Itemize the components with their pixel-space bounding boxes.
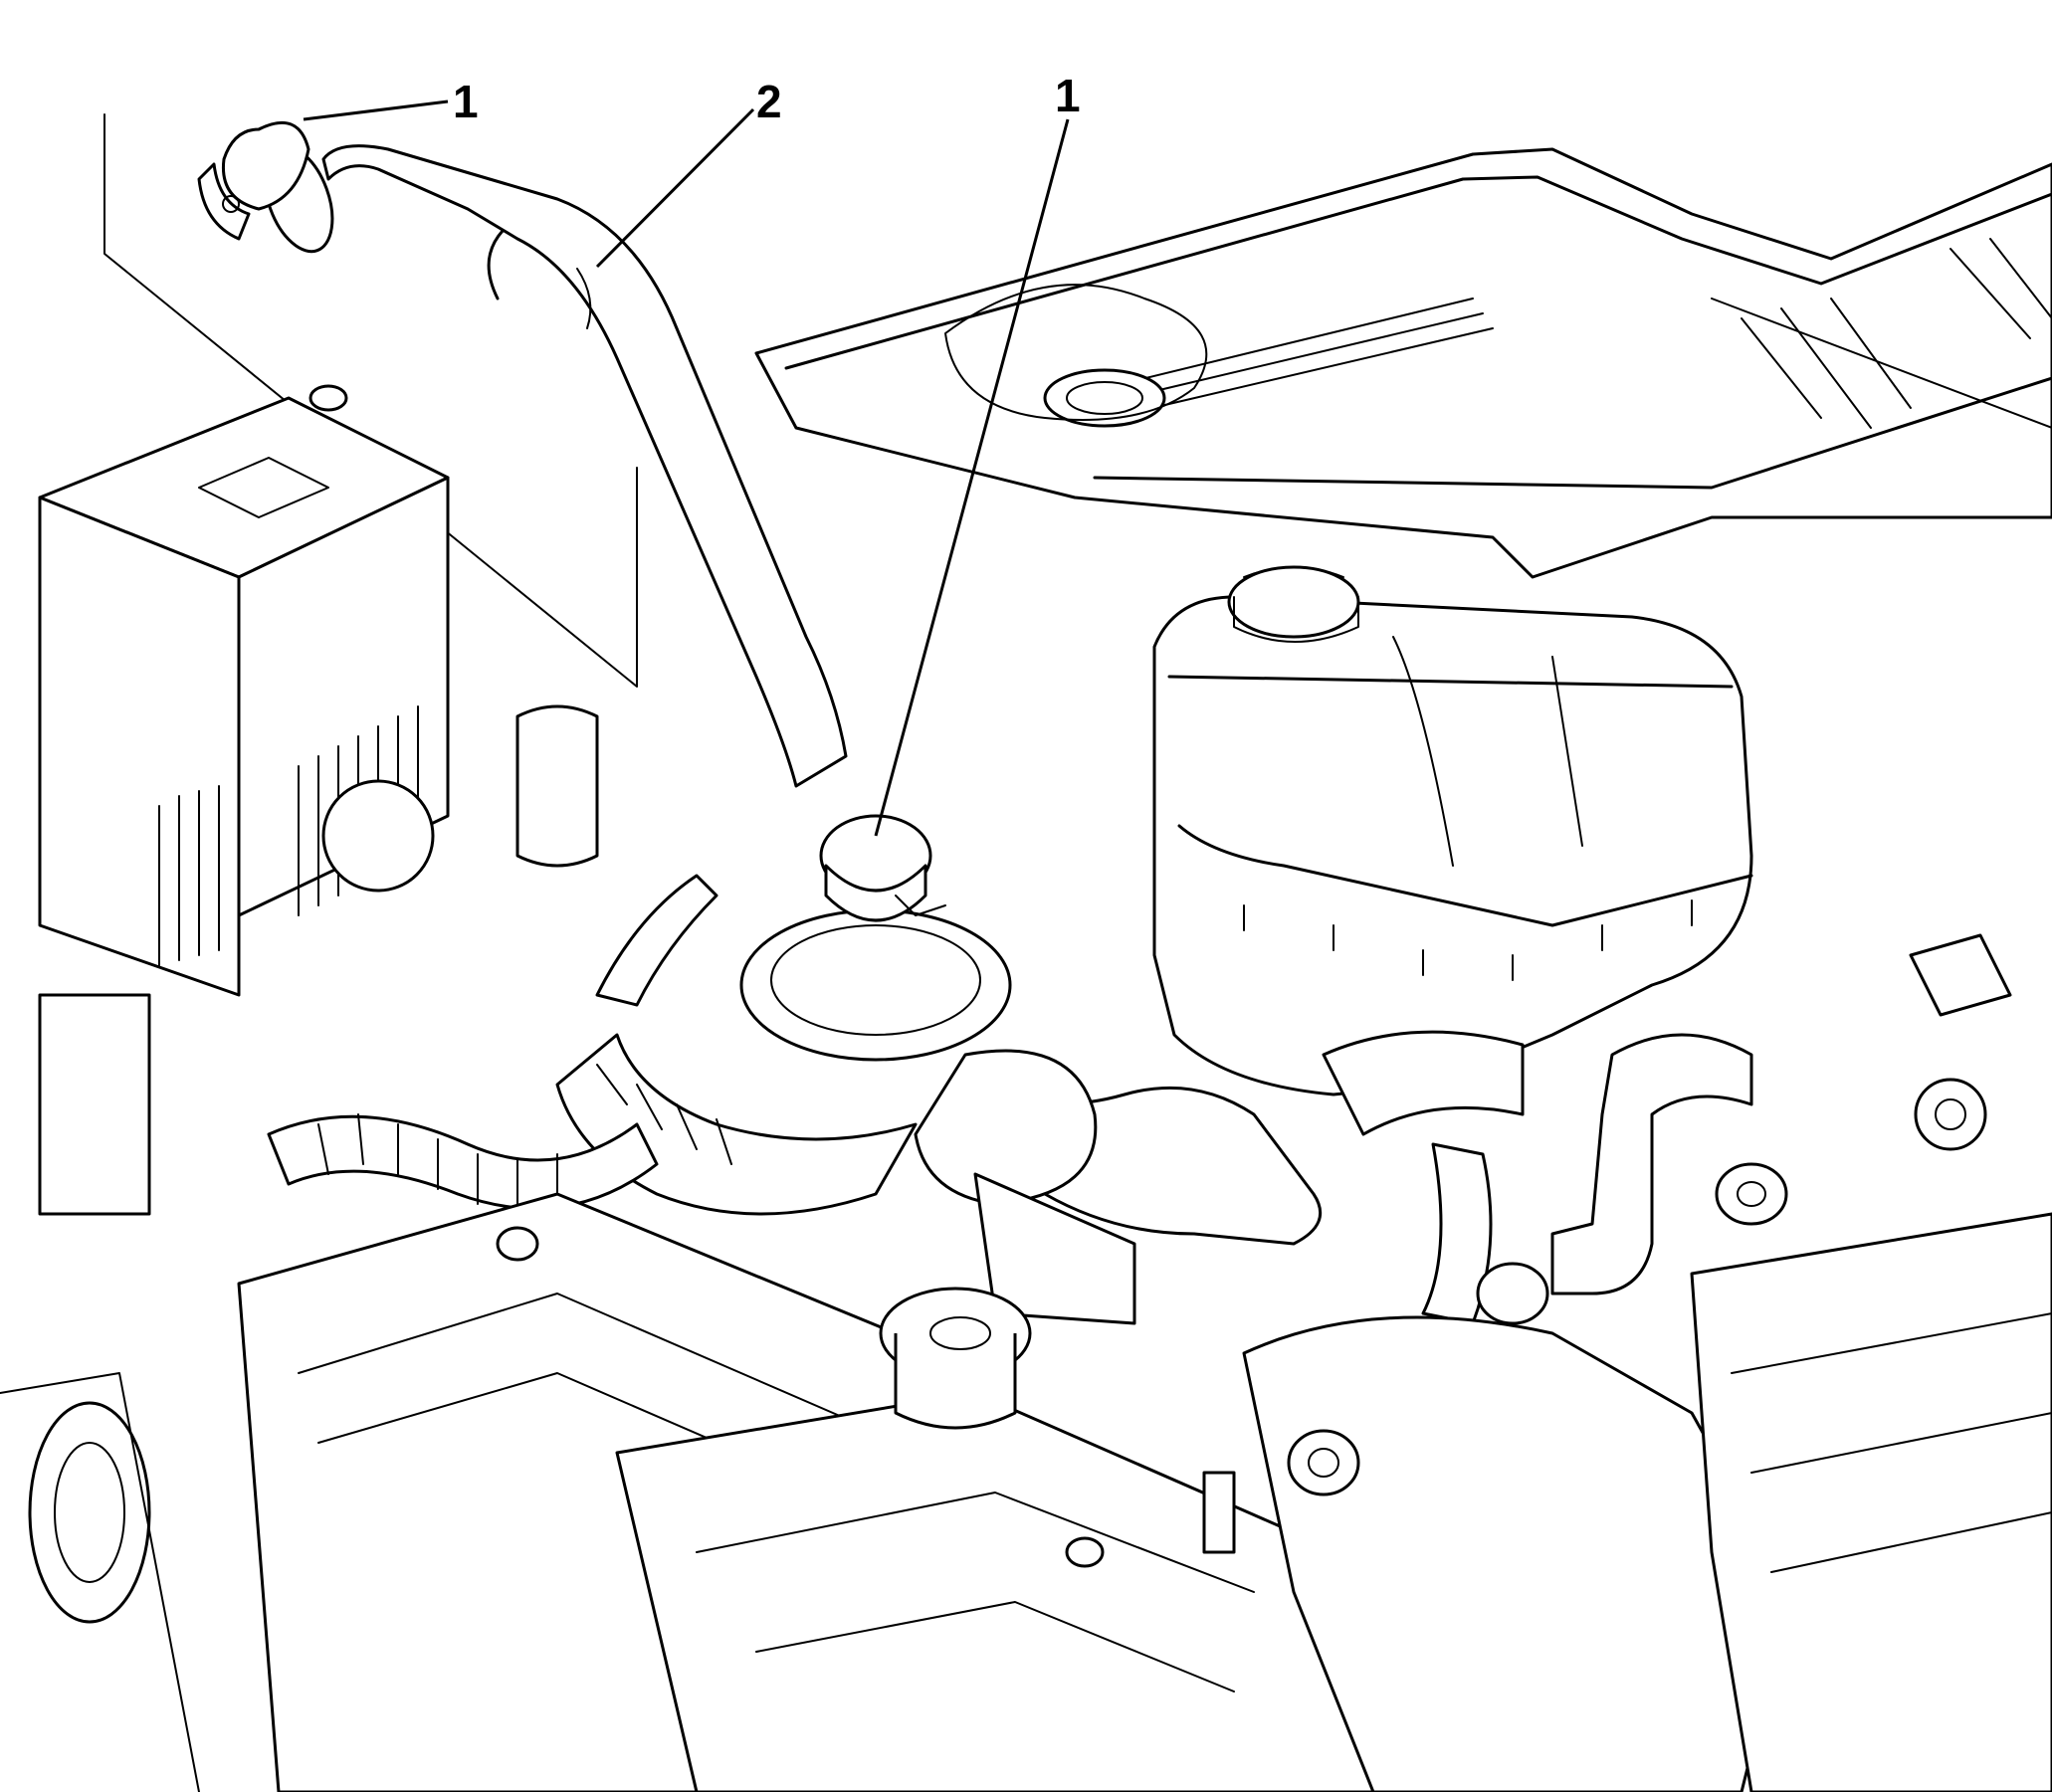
callout-label-1-right: 1 xyxy=(1055,70,1081,121)
oil-fill-cap-recess xyxy=(1043,368,1166,428)
throttle-body xyxy=(739,908,1136,1325)
hose-clamp-installed xyxy=(819,814,946,922)
intake-opening xyxy=(739,908,1012,1062)
callout-leader-2 xyxy=(595,107,755,269)
control-module xyxy=(38,384,599,1216)
hose-clamp-exploded xyxy=(197,120,310,241)
coolant-reservoir xyxy=(1152,565,1753,1096)
hose-fitting xyxy=(1476,1262,1549,1325)
module-actuator xyxy=(321,779,435,893)
callout-leader-1-left xyxy=(303,100,449,121)
wiring-harness xyxy=(267,874,718,1210)
pulley xyxy=(28,1401,151,1624)
callout-label-2: 2 xyxy=(756,76,782,127)
electrical-connector xyxy=(515,704,599,868)
callout-leader-1-right xyxy=(874,118,1070,837)
callouts: 1 2 1 xyxy=(303,70,1081,837)
engine-block xyxy=(0,1192,2052,1792)
callout-label-1-left: 1 xyxy=(453,76,479,127)
engine-cover xyxy=(754,147,2052,579)
reservoir-cap xyxy=(1227,565,1360,639)
